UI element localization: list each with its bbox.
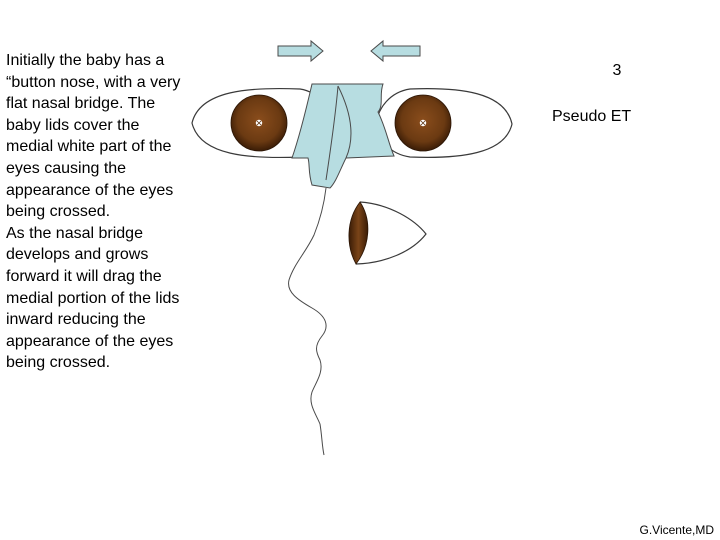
nasal-bridge: [291, 83, 395, 189]
slide-number: 3: [612, 62, 622, 79]
right-eye: [375, 88, 513, 158]
right-arrow-icon: [277, 39, 324, 63]
left-eye: [191, 87, 333, 159]
description-text: Initially the baby has a “button nose, w…: [6, 50, 184, 374]
author-credit: G.Vicente,MD: [639, 523, 714, 537]
profile-eye-outline: [355, 201, 427, 265]
description-paragraph-1: Initially the baby has a “button nose, w…: [6, 52, 181, 221]
profile-iris: [348, 201, 369, 265]
left-arrow-icon: [370, 39, 421, 63]
profile-eye: [348, 201, 427, 265]
face-profile-line: [288, 187, 327, 456]
diagram-title: Pseudo ET: [552, 108, 632, 125]
description-paragraph-2: As the nasal bridge develops and grows f…: [6, 224, 180, 372]
